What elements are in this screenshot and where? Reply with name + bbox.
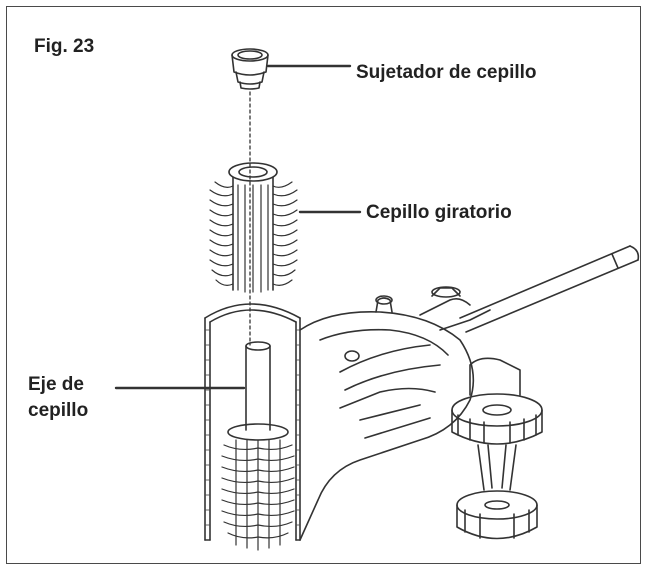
callout-rotating-brush: Cepillo giratorio xyxy=(366,202,512,223)
figure-label: Fig. 23 xyxy=(34,36,95,57)
upper-wheel xyxy=(451,357,543,445)
handle-pole xyxy=(419,245,640,333)
wheel-axle-column xyxy=(477,444,517,491)
figure-frame xyxy=(6,6,641,564)
rotating-brush xyxy=(209,162,298,293)
callout-brush-axle-line2: cepillo xyxy=(28,400,89,421)
brush-axle xyxy=(227,341,289,441)
lower-brush-bristles xyxy=(221,439,295,551)
brush-holder-cap xyxy=(231,48,269,90)
brush-housing xyxy=(204,303,301,541)
callout-brush-axle-line1: Eje de xyxy=(28,374,84,395)
lower-wheel xyxy=(456,490,538,540)
callout-brush-holder: Sujetador de cepillo xyxy=(356,62,537,83)
tool-body xyxy=(299,295,491,541)
